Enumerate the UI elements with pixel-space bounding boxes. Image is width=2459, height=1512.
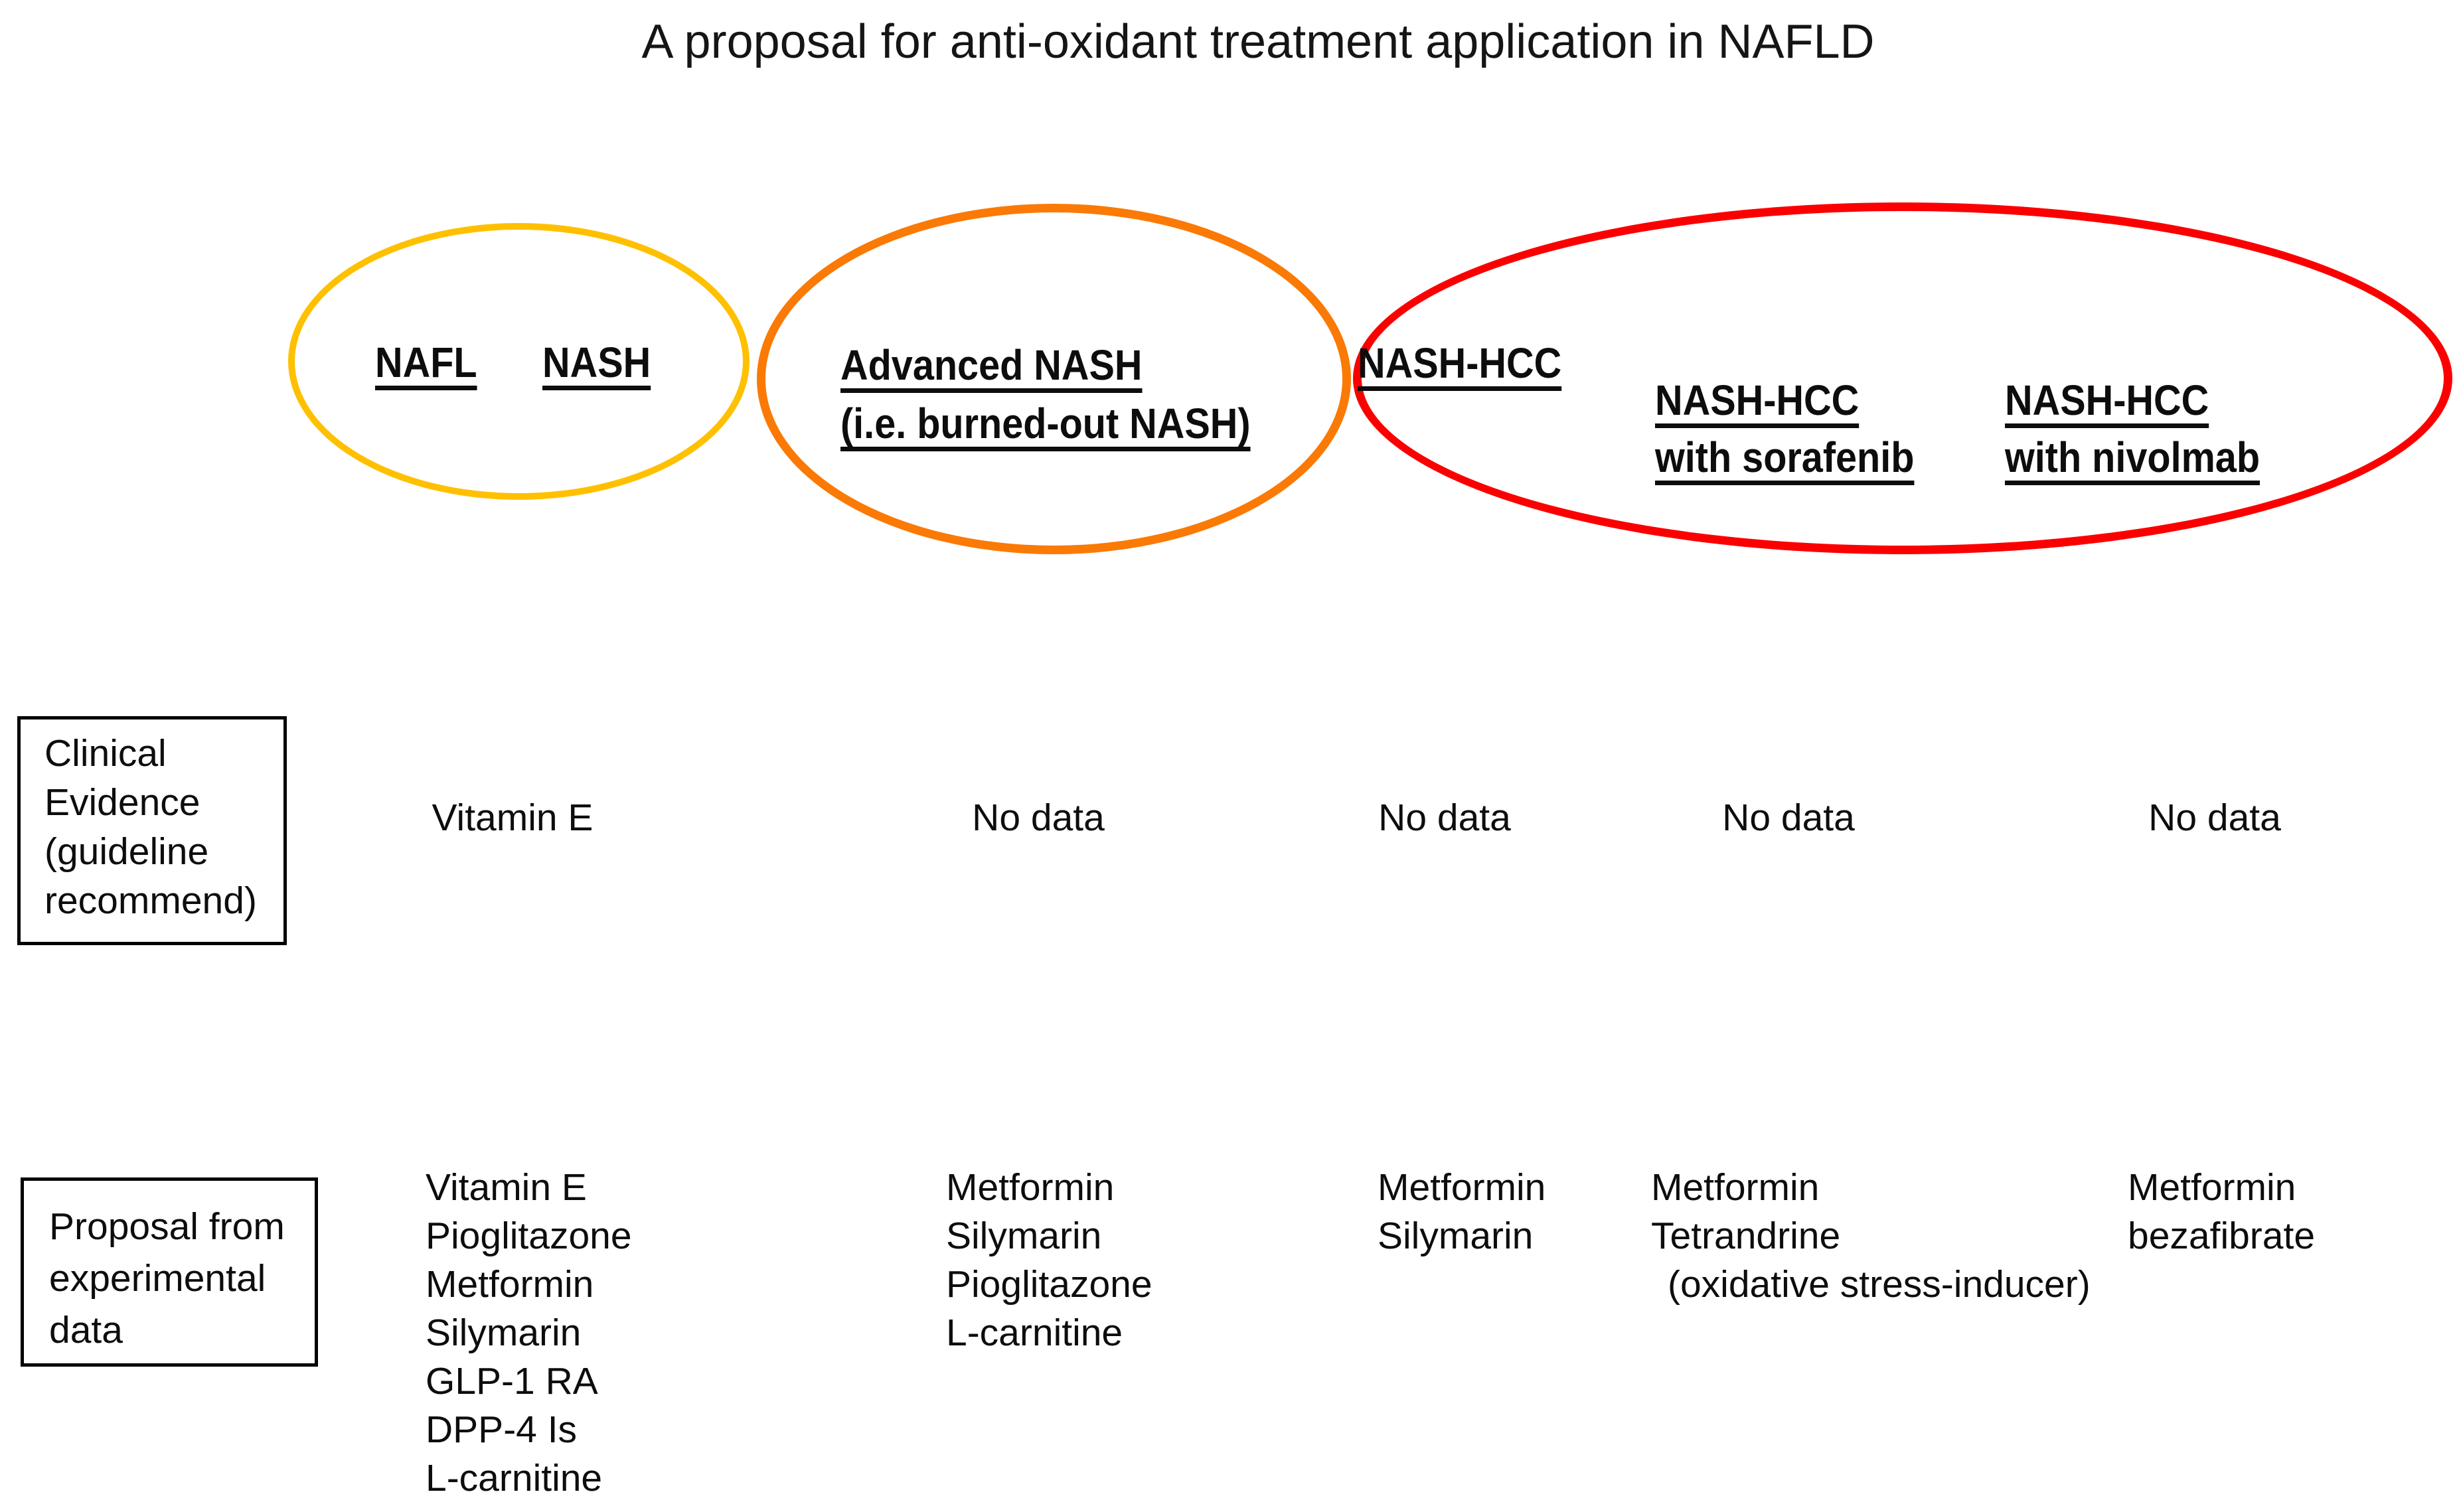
proposal-item: Metformin: [2128, 1166, 2296, 1209]
stage-label-nash-hcc-sorafenib: NASH-HCC with sorafenib: [1655, 372, 1914, 486]
proposal-item: Pioglitazone: [946, 1263, 1152, 1306]
proposal-item: L-carnitine: [946, 1312, 1123, 1354]
clinical-evidence-box-line3: (guideline: [44, 830, 209, 873]
proposal-item: Silymarin: [946, 1215, 1102, 1257]
proposal-column-nafl-nash: Vitamin E Pioglitazone Metformin Silymar…: [426, 1164, 632, 1503]
proposal-item: Silymarin: [426, 1312, 582, 1354]
proposal-item: bezafibrate: [2128, 1215, 2316, 1257]
clinical-evidence-box-line4: recommend): [44, 879, 257, 922]
proposal-item: DPP-4 Is: [426, 1408, 578, 1451]
proposal-item: Silymarin: [1378, 1215, 1534, 1257]
proposal-item: Metformin: [946, 1166, 1115, 1209]
figure-title: A proposal for anti-oxidant treatment ap…: [641, 15, 1875, 68]
proposal-item: Metformin: [1378, 1166, 1546, 1209]
proposal-box-line1: Proposal from: [49, 1205, 285, 1248]
clinical-evidence-box-line2: Evidence: [44, 781, 200, 824]
stage-label-nash-hcc-sorafenib-line1: NASH-HCC: [1655, 376, 1860, 424]
proposal-item: L-carnitine: [426, 1457, 603, 1499]
proposal-item-note: (oxidative stress-inducer): [1668, 1263, 2091, 1306]
stage-label-nash-hcc: NASH-HCC: [1358, 339, 1562, 387]
proposal-box-line3: data: [49, 1309, 123, 1351]
clinical-entry-nash-hcc: No data: [1378, 796, 1511, 839]
stage-label-advanced-nash-line1: Advanced NASH: [840, 341, 1143, 389]
clinical-entry-nivolmab: No data: [2148, 796, 2281, 839]
proposal-item: GLP-1 RA: [426, 1360, 598, 1402]
proposal-column-nivolmab: Metformin bezafibrate: [2128, 1164, 2315, 1260]
clinical-entry-advanced-nash: No data: [972, 796, 1105, 839]
stage-label-nash: NASH: [542, 339, 651, 386]
nafl-nash-ellipse: [288, 223, 750, 500]
clinical-entry-nafl-nash: Vitamin E: [432, 796, 594, 839]
clinical-entry-sorafenib: No data: [1722, 796, 1855, 839]
stage-label-nafl: NAFL: [375, 339, 477, 386]
proposal-item: Metformin: [1651, 1166, 1820, 1209]
stage-label-advanced-nash: Advanced NASH (i.e. burned-out NASH): [840, 336, 1251, 453]
clinical-evidence-box-line1: Clinical: [44, 732, 167, 775]
stage-label-nash-hcc-sorafenib-line2: with sorafenib: [1655, 433, 1915, 481]
proposal-box: Proposal from experimental data: [21, 1177, 318, 1367]
proposal-item: Tetrandrine: [1651, 1215, 1841, 1257]
proposal-box-line2: experimental: [49, 1257, 266, 1300]
proposal-item: Vitamin E: [426, 1166, 587, 1209]
proposal-item: Metformin: [426, 1263, 594, 1306]
stage-label-advanced-nash-line2: (i.e. burned-out NASH): [840, 400, 1251, 447]
clinical-evidence-box: Clinical Evidence (guideline recommend): [17, 716, 287, 945]
stage-label-nash-hcc-nivolmab: NASH-HCC with nivolmab: [2005, 372, 2260, 486]
stage-label-nash-hcc-nivolmab-line2: with nivolmab: [2005, 433, 2261, 481]
proposal-column-advanced-nash: Metformin Silymarin Pioglitazone L-carni…: [946, 1164, 1152, 1357]
proposal-column-nash-hcc: Metformin Silymarin: [1378, 1164, 1546, 1260]
stage-label-nash-hcc-nivolmab-line1: NASH-HCC: [2005, 376, 2209, 424]
proposal-column-sorafenib: Metformin Tetrandrine (oxidative stress-…: [1651, 1164, 2091, 1309]
proposal-item: Pioglitazone: [426, 1215, 632, 1257]
